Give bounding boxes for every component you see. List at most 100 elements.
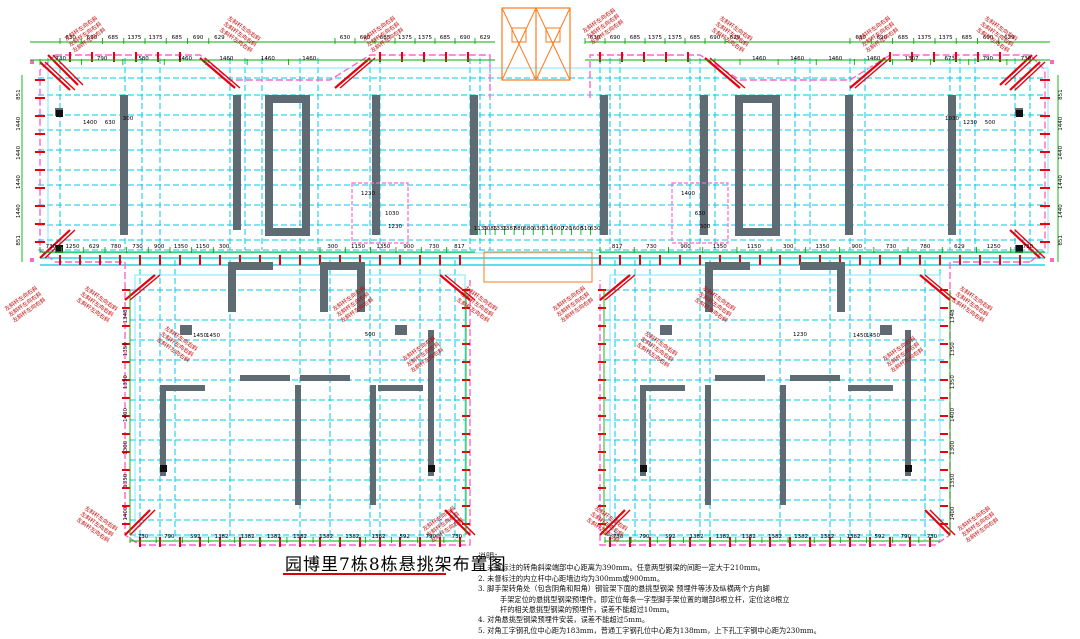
dim-band-l-7: 1150 [196, 244, 210, 250]
dim-top-r-7: 629 [1004, 35, 1015, 41]
wall-35 [160, 470, 166, 476]
dim-band-r-6: 1350 [816, 244, 830, 250]
dim-inner-r-4: 1450 [866, 333, 880, 339]
beam-diag-b-2 [204, 57, 241, 89]
dim-top-l-2: 685 [108, 35, 119, 41]
dim-top-l-4: 1375 [149, 35, 163, 41]
wall-36 [428, 470, 434, 476]
dim-band-r-7: 900 [851, 244, 862, 250]
cyan-grid-lines [38, 58, 1045, 540]
dim-left-v-3: 1440 [16, 175, 22, 189]
dim-bot-l-1: 790 [164, 534, 175, 540]
dim-left-v-5: 851 [16, 235, 22, 246]
wall-30 [160, 385, 166, 475]
dim-core-8: 1600 [550, 226, 564, 232]
frame-node-0 [30, 60, 34, 64]
dim-bot-l-11: 790 [426, 534, 437, 540]
dim-row2-l-5: 1460 [261, 56, 275, 62]
dim-band-c-0: 300 [327, 244, 338, 250]
wall-33 [378, 385, 423, 391]
wall-47 [660, 325, 672, 335]
stair-landing-l [511, 27, 527, 43]
dim-top-ml-2: 685 [380, 35, 391, 41]
column-5 [428, 465, 435, 472]
dim-band-l-3: 780 [111, 244, 122, 250]
frame-node-1 [30, 258, 34, 262]
dim-wing-l-1: 1350 [123, 342, 129, 356]
wall-22 [320, 262, 365, 270]
wall-8 [600, 95, 608, 235]
note-3-cont-2: 杆的相关悬挑型钢梁的预埋件，误差不能超过10mm。 [500, 605, 674, 615]
dim-top-mr-5: 685 [690, 35, 701, 41]
dim-top-ml-3: 1375 [398, 35, 412, 41]
dim-bot-l-2: 592 [190, 534, 201, 540]
beam-diag-0 [39, 61, 71, 91]
wall-4 [302, 95, 310, 235]
beam-diag-11 [439, 274, 471, 301]
dim-row2-r-4: 1307 [905, 56, 919, 62]
dim-band-c-3: 900 [403, 244, 414, 250]
dim-top-mr-4: 1375 [668, 35, 682, 41]
wall-29 [160, 385, 205, 391]
dim-band-r-4: 1150 [747, 244, 761, 250]
wall-20 [228, 262, 273, 270]
dim-wing-l-5: 1350 [123, 473, 129, 487]
dim-band-r-9: 780 [920, 244, 931, 250]
beam-diag-b-6 [1014, 61, 1046, 91]
dim-left-v-4: 1440 [16, 204, 22, 218]
beam-diag-b-14 [129, 509, 156, 536]
dim-core-1: 1085 [483, 226, 497, 232]
beam-diag-9 [1009, 229, 1041, 259]
dim-row2-l-4: 1460 [219, 56, 233, 62]
dim-top-mr-1: 690 [610, 35, 621, 41]
dim-inner-6: 1230 [361, 191, 375, 197]
dim-left-v-2: 1440 [16, 145, 22, 159]
dim-wing-r-4: 1300 [950, 440, 956, 454]
dim-band-r-2: 900 [680, 244, 691, 250]
dim-bot-r-0: 730 [613, 534, 624, 540]
dim-band-r-0: 817 [612, 244, 623, 250]
dim-band-l-6: 1350 [174, 244, 188, 250]
note-3-cont-1: 手架定位的悬挑型钢梁预埋件。即定位每条一字型脚手架位置的端部8根立杆，定位这8根… [500, 594, 790, 604]
dim-core-10: 1600 [569, 226, 583, 232]
dim-inner-r-0: 1400 [681, 191, 695, 197]
dim-inner-7: 1030 [385, 211, 399, 217]
dim-bot-r-2: 592 [665, 534, 676, 540]
dim-core-5: 680 [523, 226, 534, 232]
wall-11 [735, 95, 743, 235]
inner-frame-0 [47, 67, 1049, 254]
wall-34 [428, 330, 434, 475]
dimension-lines [21, 38, 1059, 543]
dim-bot-l-4: 1382 [241, 534, 255, 540]
wall-23 [357, 262, 365, 312]
dim-row2-r-5: 673 [944, 56, 955, 62]
beam-diag-b-5 [854, 57, 891, 89]
frame-node-2 [1050, 60, 1054, 64]
wall-43 [640, 470, 646, 476]
dim-inner-r-2: 300 [700, 224, 711, 230]
dim-bot-l-9: 1382 [371, 534, 385, 540]
outline-3 [55, 261, 471, 546]
dim-right-v-2: 1440 [1058, 145, 1064, 159]
note-3: 3. 脚手架转角处（包含阴角和阳角）钢管架下面的悬挑型钢梁 预埋件等涉及纵横两个… [478, 584, 770, 594]
dim-left-v-1: 1440 [16, 116, 22, 130]
dim-top-r-2: 685 [898, 35, 909, 41]
scaffold-outline [30, 54, 1054, 546]
wall-21 [228, 262, 236, 312]
dim-core-7: 510 [542, 226, 553, 232]
dim-top-mr-3: 1375 [648, 35, 662, 41]
dim-bot-l-12: 730 [452, 534, 463, 540]
dim-top-ml-6: 690 [460, 35, 471, 41]
shaft-0 [351, 182, 409, 244]
wall-32 [370, 385, 376, 505]
dim-bot-l-6: 1382 [293, 534, 307, 540]
wall-9 [700, 95, 708, 235]
dim-bot-r-4: 1382 [716, 534, 730, 540]
dim-bot-r-6: 1382 [768, 534, 782, 540]
